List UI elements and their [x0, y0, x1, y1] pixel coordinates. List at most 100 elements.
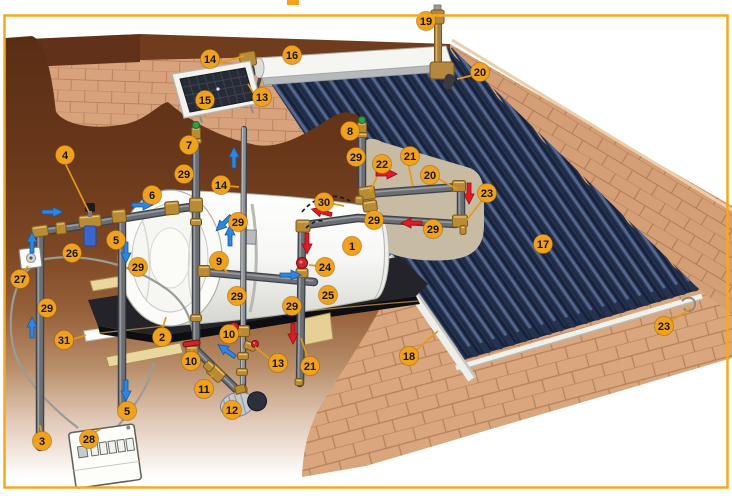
callout-20: 20 — [419, 164, 441, 186]
controller-unit — [68, 423, 142, 489]
svg-text:29: 29 — [132, 262, 144, 274]
svg-text:27: 27 — [14, 274, 26, 286]
svg-text:21: 21 — [404, 151, 416, 163]
flow-arrow — [215, 213, 234, 232]
roof-right-plane — [448, 44, 732, 316]
svg-text:29: 29 — [427, 224, 439, 236]
svg-text:31: 31 — [58, 335, 70, 347]
gable-fascia-edge — [451, 38, 732, 212]
svg-text:29: 29 — [350, 152, 362, 164]
interior-equipment — [9, 116, 468, 489]
svg-text:14: 14 — [204, 54, 217, 66]
callout-10: 10 — [180, 350, 202, 372]
svg-text:15: 15 — [199, 95, 211, 107]
callout-27: 27 — [9, 268, 31, 290]
wood-wedge — [301, 312, 334, 346]
svg-text:18: 18 — [403, 351, 415, 363]
svg-text:29: 29 — [286, 301, 298, 313]
foreground-white — [5, 358, 732, 489]
callout-6: 6 — [141, 184, 163, 206]
callout-14: 14 — [210, 174, 232, 196]
callout-21: 21 — [399, 145, 421, 167]
svg-text:30: 30 — [318, 197, 330, 209]
callout-12: 12 — [221, 399, 243, 421]
svg-text:13: 13 — [272, 358, 284, 370]
callout-2: 2 — [151, 326, 173, 348]
flow-arrow — [26, 316, 38, 339]
flow-arrow — [26, 231, 38, 254]
callout-5: 5 — [116, 400, 138, 422]
svg-text:17: 17 — [537, 239, 549, 251]
numbered-callouts: 1234556789101011121313141415161718192020… — [9, 10, 675, 452]
callout-29: 29 — [422, 218, 444, 240]
svg-text:13: 13 — [256, 92, 268, 104]
dashed-sensor-lead — [305, 219, 324, 229]
controller-key — [125, 437, 136, 452]
flow-arrow — [279, 269, 302, 281]
svg-text:26: 26 — [66, 248, 78, 260]
controller-display — [76, 445, 89, 459]
callout-11: 11 — [193, 378, 215, 400]
callout-18: 18 — [398, 345, 420, 367]
callout-22: 22 — [371, 153, 393, 175]
tank-strap — [248, 203, 258, 313]
svg-text:24: 24 — [319, 262, 332, 274]
collector-bottom-rail-shadow — [456, 298, 704, 372]
svg-text:23: 23 — [658, 321, 670, 333]
svg-text:29: 29 — [178, 169, 190, 181]
cropped-title-fragment — [287, 0, 299, 5]
callout-3: 3 — [31, 430, 53, 452]
flow-arrow — [463, 182, 475, 205]
flow-arrow — [228, 146, 240, 169]
controller-key — [116, 438, 127, 453]
pv-reflection-dot — [216, 87, 220, 91]
flow-arrows — [26, 146, 475, 402]
callout-25: 25 — [317, 284, 339, 306]
strap-clamp — [245, 229, 257, 245]
svg-text:23: 23 — [481, 188, 493, 200]
svg-text:1: 1 — [349, 241, 355, 253]
callout-10: 10 — [218, 323, 240, 345]
callout-29: 29 — [226, 285, 248, 307]
collector-bottom-rail — [455, 293, 703, 371]
svg-text:5: 5 — [113, 235, 119, 247]
callout-29: 29 — [36, 297, 58, 319]
callout-29: 29 — [173, 163, 195, 185]
svg-text:8: 8 — [347, 126, 353, 138]
callout-13: 13 — [267, 352, 289, 374]
svg-text:6: 6 — [149, 190, 155, 202]
callout-14: 14 — [199, 48, 221, 70]
flow-arrow — [400, 217, 423, 229]
callout-24: 24 — [314, 256, 336, 278]
flow-arrow — [41, 206, 64, 218]
svg-text:21: 21 — [304, 361, 316, 373]
callout-23: 23 — [476, 182, 498, 204]
svg-text:22: 22 — [376, 159, 388, 171]
flow-arrow — [224, 224, 236, 247]
callout-9: 9 — [208, 250, 230, 272]
callout-15: 15 — [194, 89, 216, 111]
callout-13: 13 — [251, 86, 273, 108]
callout-23: 23 — [653, 315, 675, 337]
callout-29: 29 — [281, 295, 303, 317]
svg-text:7: 7 — [186, 140, 192, 152]
svg-text:25: 25 — [322, 290, 334, 302]
flow-arrow — [287, 322, 299, 345]
svg-text:9: 9 — [216, 256, 222, 268]
callout-26: 26 — [61, 242, 83, 264]
callout-28: 28 — [78, 428, 100, 450]
wall-socket — [18, 246, 43, 270]
svg-text:11: 11 — [198, 384, 210, 396]
callout-29: 29 — [345, 146, 367, 168]
flow-arrow — [301, 232, 313, 255]
svg-text:10: 10 — [185, 356, 197, 368]
callout-17: 17 — [532, 233, 554, 255]
power-cable — [9, 267, 79, 429]
svg-text:10: 10 — [223, 329, 235, 341]
svg-text:5: 5 — [124, 406, 130, 418]
callout-5: 5 — [105, 229, 127, 251]
svg-text:4: 4 — [62, 150, 69, 162]
svg-text:12: 12 — [226, 405, 238, 417]
